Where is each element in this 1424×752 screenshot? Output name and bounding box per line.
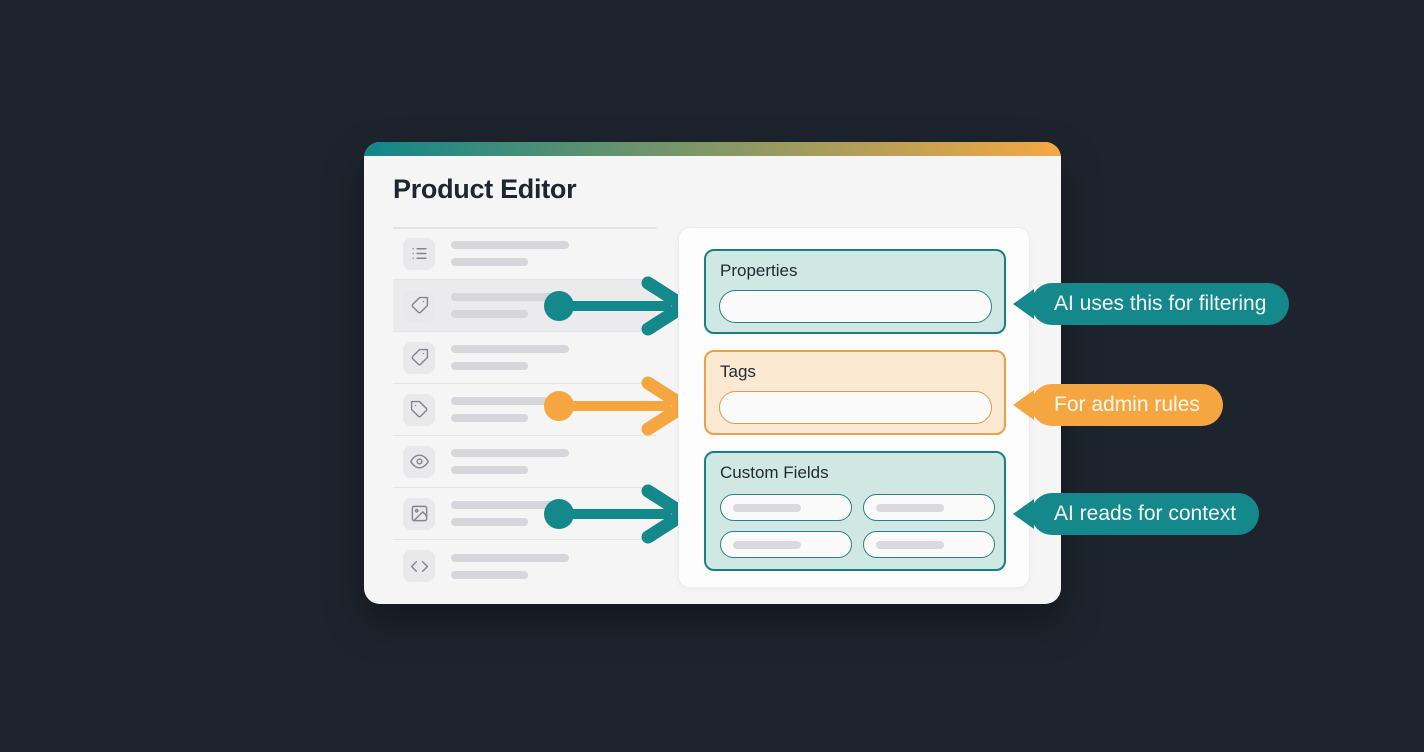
card-header-gradient	[364, 142, 1061, 156]
callout-label: AI uses this for filtering	[1031, 283, 1290, 325]
sidebar-row-visibility[interactable]	[393, 436, 656, 488]
eye-icon	[403, 445, 435, 478]
callout-pointer-icon	[1013, 390, 1034, 420]
list-icon	[403, 237, 435, 270]
sidebar-row-tags[interactable]	[393, 384, 656, 436]
sidebar-row-code[interactable]	[393, 540, 656, 592]
custom-field-input[interactable]	[720, 531, 852, 558]
image-icon	[403, 497, 435, 530]
skeleton-text	[451, 293, 569, 318]
skeleton-bar	[733, 503, 801, 512]
callout-tags: For admin rules	[1012, 384, 1223, 426]
skeleton-text	[451, 345, 569, 370]
skeleton-text	[451, 241, 569, 266]
tag-icon	[403, 289, 435, 322]
skeleton-bar	[876, 503, 944, 512]
custom-field-input[interactable]	[720, 494, 852, 521]
custom-field-input[interactable]	[863, 531, 995, 558]
teal-arrow-to-custom-fields	[544, 484, 691, 544]
custom-field-input[interactable]	[863, 494, 995, 521]
sidebar-row-tag-a[interactable]	[393, 332, 656, 384]
editor-panel: Properties Tags Custom Fields	[678, 227, 1030, 588]
section-tags: Tags	[704, 350, 1006, 435]
callout-properties: AI uses this for filtering	[1012, 283, 1290, 325]
sidebar-list	[393, 228, 656, 592]
section-custom-fields: Custom Fields	[704, 451, 1006, 571]
section-label: Tags	[720, 362, 756, 381]
title-divider	[393, 227, 657, 229]
section-properties: Properties	[704, 249, 1006, 334]
callout-custom-fields: AI reads for context	[1012, 493, 1260, 535]
callout-label: For admin rules	[1031, 384, 1223, 426]
custom-fields-grid	[720, 494, 995, 558]
skeleton-bar	[876, 540, 944, 549]
skeleton-bar	[733, 540, 801, 549]
section-label: Properties	[720, 261, 798, 280]
skeleton-text	[451, 501, 569, 526]
properties-input[interactable]	[719, 290, 992, 323]
callout-label: AI reads for context	[1031, 493, 1260, 535]
skeleton-text	[451, 553, 569, 579]
sidebar-row-details[interactable]	[393, 228, 656, 280]
callout-pointer-icon	[1013, 499, 1034, 529]
skeleton-text	[451, 397, 569, 422]
page-title: Product Editor	[393, 174, 577, 204]
code-icon	[403, 550, 435, 582]
section-label: Custom Fields	[720, 463, 829, 482]
tag-icon	[403, 341, 435, 374]
tags-input[interactable]	[719, 391, 992, 424]
tag-icon	[403, 393, 435, 426]
orange-arrow-to-tags	[544, 376, 691, 436]
sidebar-row-media[interactable]	[393, 488, 656, 540]
skeleton-text	[451, 449, 569, 474]
teal-arrow-to-properties	[544, 276, 691, 336]
callout-pointer-icon	[1013, 289, 1034, 319]
